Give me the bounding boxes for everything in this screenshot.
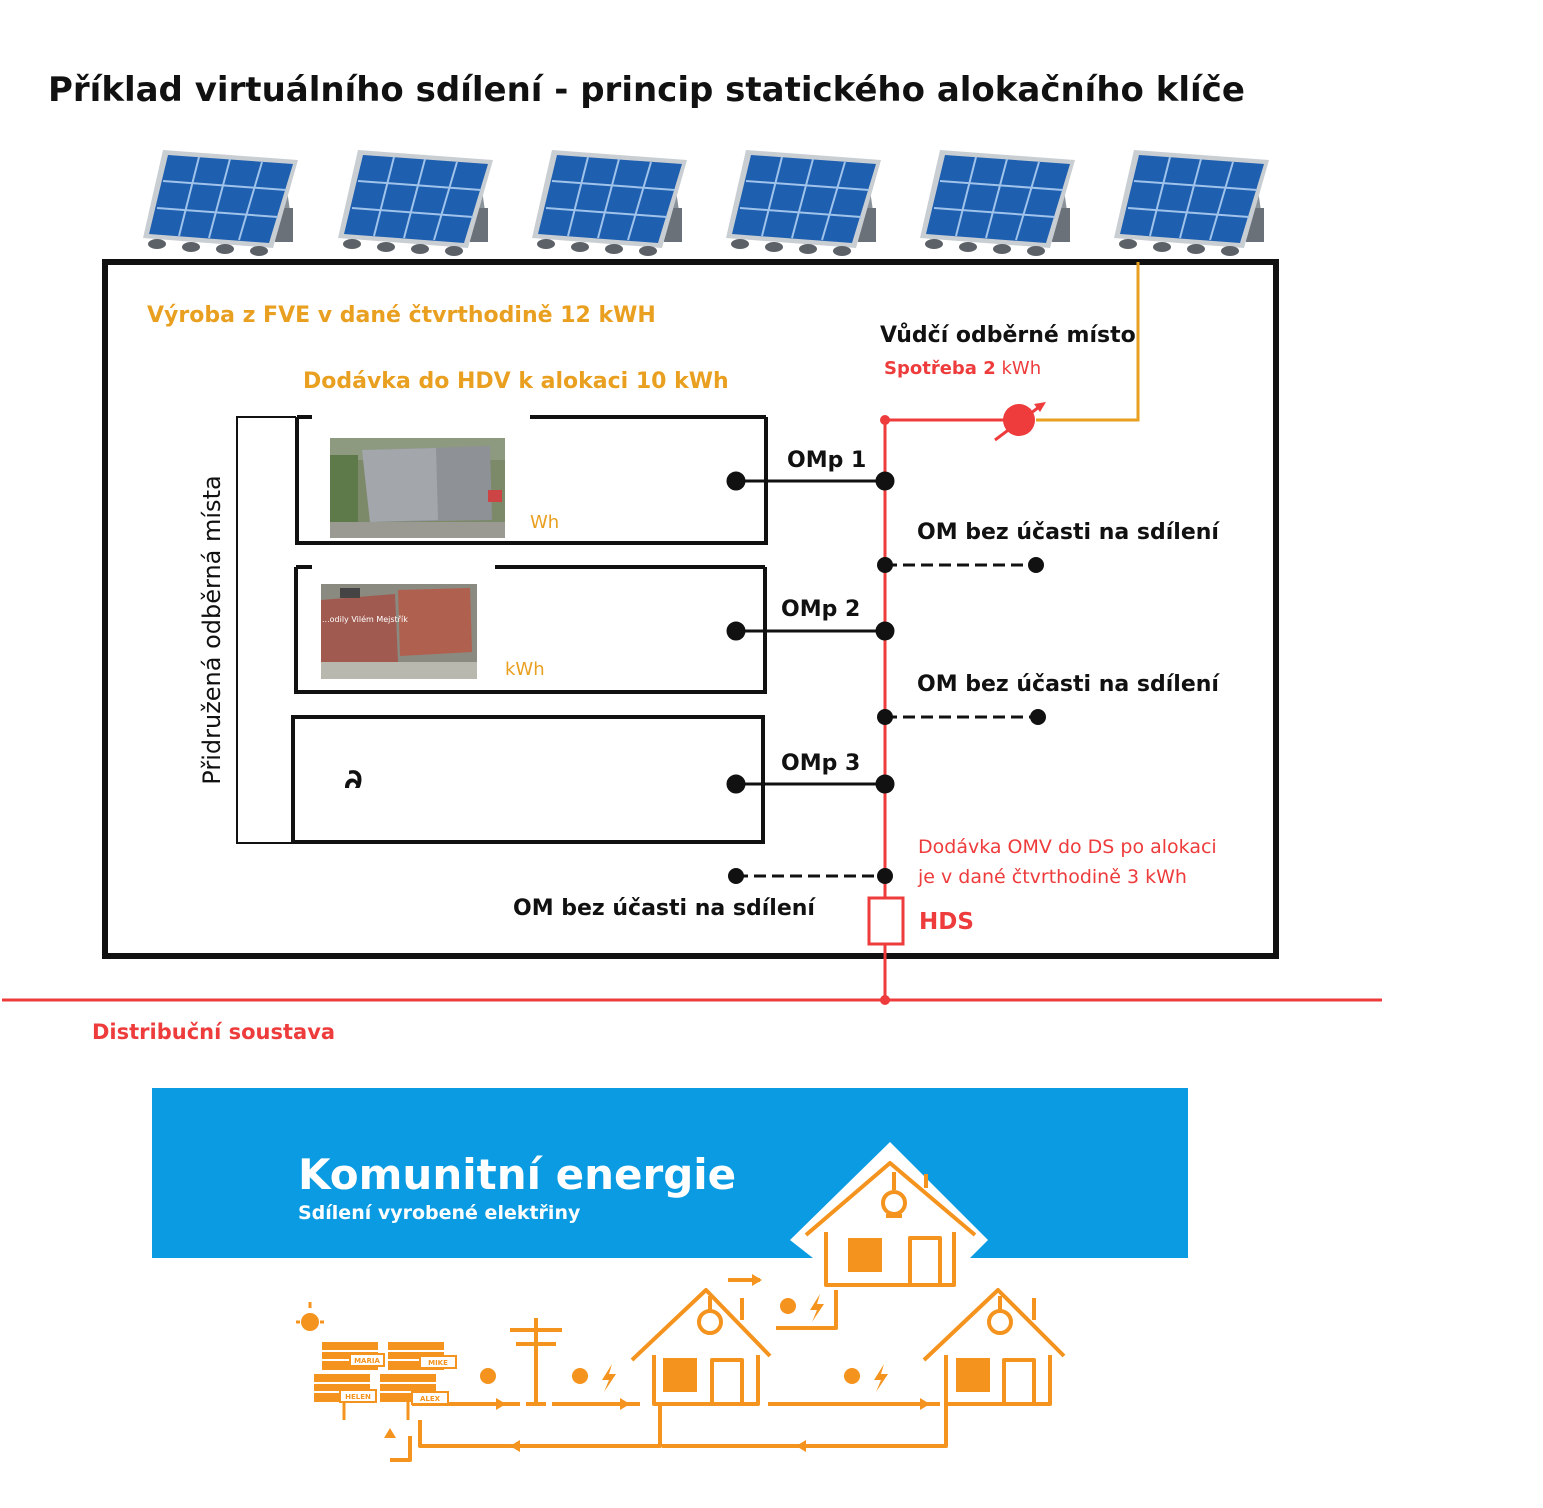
aerial-photo-1 (330, 438, 505, 538)
panel-name-mike: MIKE (428, 1359, 448, 1367)
panel-name-alex: ALEX (420, 1395, 441, 1403)
production-line (1036, 262, 1140, 422)
omp3-label: OMp 3 (781, 751, 861, 776)
om-no-share-label-3: OM bez účasti na sdílení (513, 896, 815, 921)
page-title: Příklad virtuálního sdílení - princip st… (48, 70, 1245, 110)
banner-subtitle: Sdílení vyrobené elektřiny (298, 1202, 581, 1224)
aerial-photo-2 (321, 584, 477, 679)
power-pole-icon (510, 1318, 562, 1406)
house-icon (630, 1288, 772, 1406)
consumption-label: Spotřeba 2 kWh (884, 358, 1042, 379)
associated-bracket (236, 416, 296, 844)
associated-points-label: Přidružená odběrná místa (198, 475, 226, 784)
box1-unit: Wh (530, 512, 560, 533)
box3-glyph: ∂ (344, 762, 363, 788)
omv-delivery-line-1: Dodávka OMV do DS po alokaci (918, 836, 1217, 858)
building-boundary (102, 259, 1279, 959)
hds-label: HDS (919, 909, 974, 935)
electric-meter-icon (994, 402, 1046, 442)
house-icon (804, 1161, 977, 1287)
banner-title: Komunitní energie (298, 1150, 737, 1199)
lightning-icon (602, 1294, 888, 1392)
om-no-share-label-2: OM bez účasti na sdílení (917, 672, 1219, 697)
photo2-caption: ...odily Vilém Mejstřík (322, 615, 408, 624)
light-bulb-icon (881, 1172, 907, 1218)
delivery-label: Dodávka do HDV k alokaci 10 kWh (303, 369, 729, 394)
house-icon (922, 1288, 1066, 1406)
hds-fuse-icon (867, 896, 905, 946)
panel-name-helen: HELEN (345, 1393, 371, 1401)
leading-point-label: Vůdčí odběrné místo (880, 323, 1136, 348)
om-no-share-label-1: OM bez účasti na sdílení (917, 520, 1219, 545)
sun-icon (301, 1298, 860, 1384)
omv-delivery-line-2: je v dané čtvrthodině 3 kWh (918, 866, 1187, 888)
box2-unit: kWh (505, 659, 545, 680)
omp1-label: OMp 1 (787, 448, 867, 473)
omp3-box (291, 715, 765, 844)
production-label: Výroba z FVE v dané čtvrthodině 12 kWH (147, 303, 656, 328)
omp2-label: OMp 2 (781, 597, 861, 622)
community-banner (152, 1088, 1188, 1258)
distribution-label: Distribuční soustava (92, 1020, 336, 1044)
panel-name-maria: MARIA (354, 1357, 380, 1365)
